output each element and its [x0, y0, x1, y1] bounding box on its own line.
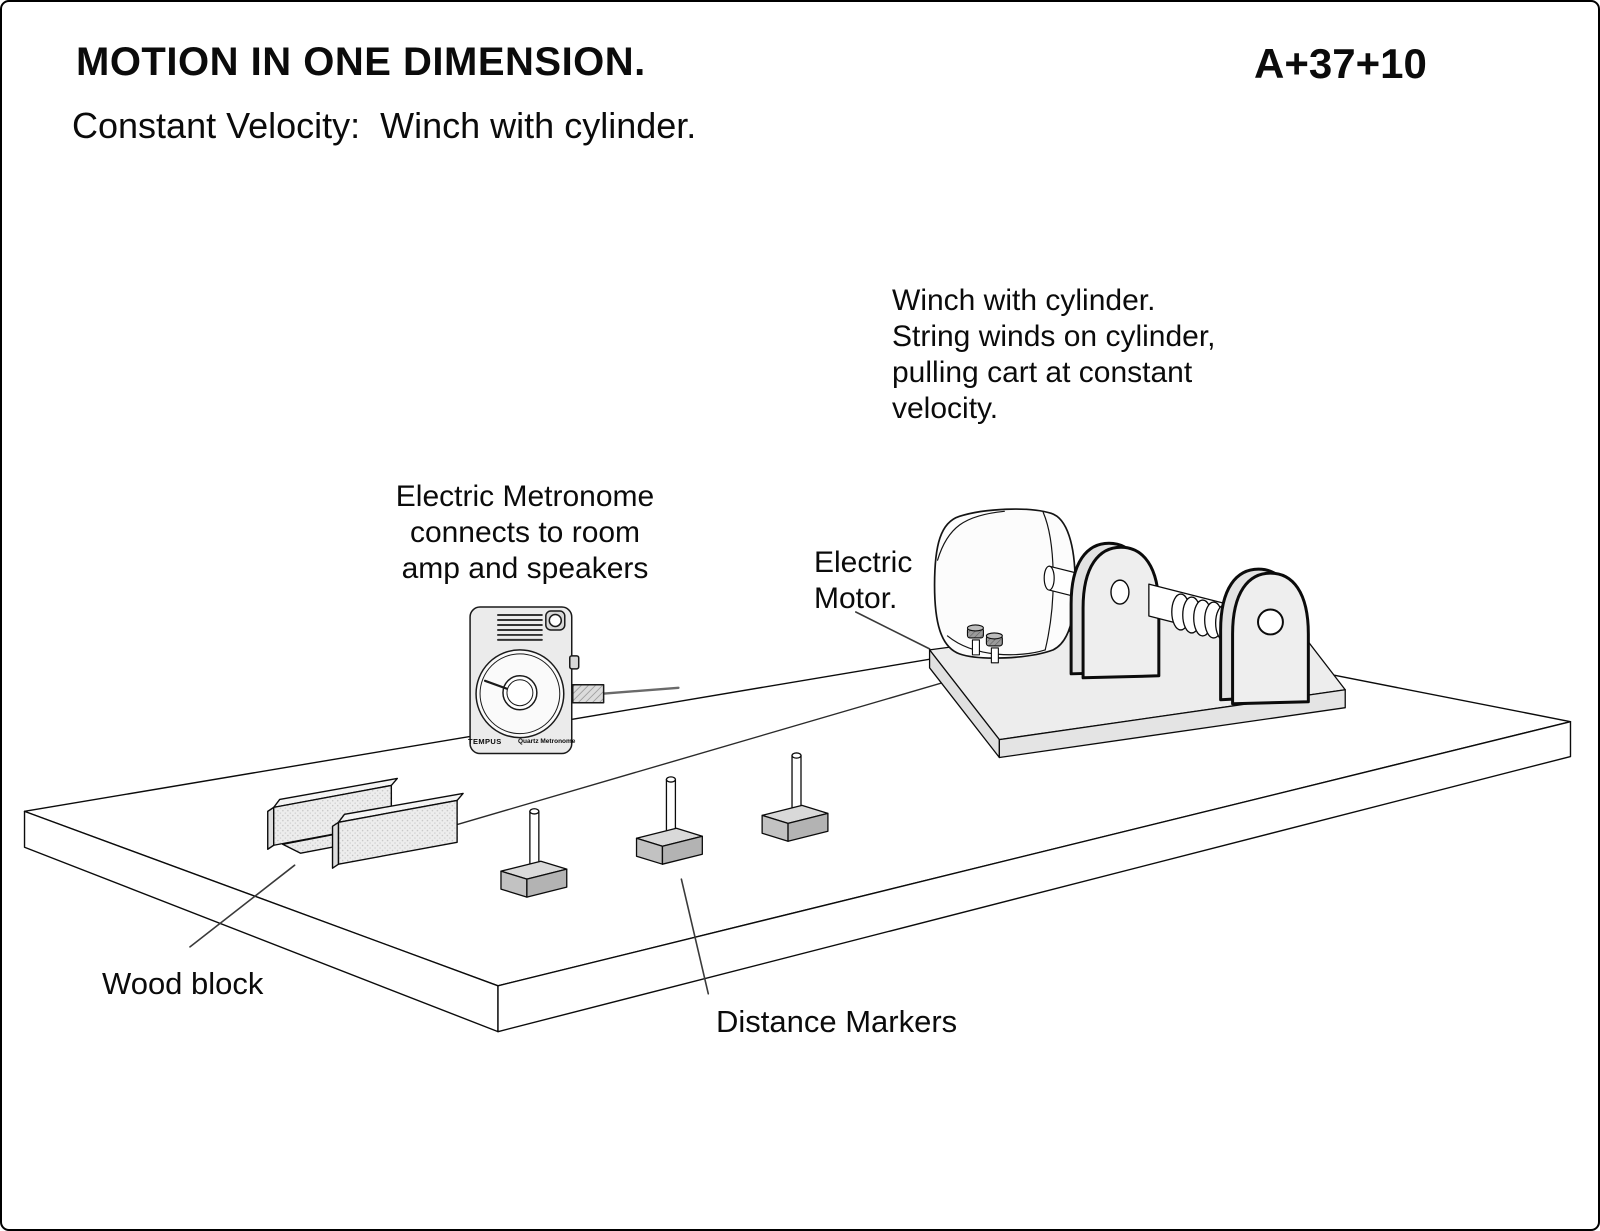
distance-marker-3	[761, 752, 829, 842]
distance-markers-leader	[680, 878, 710, 995]
support-hole	[1257, 608, 1284, 636]
wood-block	[267, 777, 464, 869]
wood-block-label: Wood block	[102, 966, 264, 1001]
catalog-code: A+37+10	[1254, 40, 1427, 87]
dial-knob	[502, 675, 538, 711]
distance-marker-2	[635, 776, 703, 865]
metronome-model-text: Quartz Metronome	[518, 738, 576, 745]
metronome-side-knob	[569, 655, 580, 670]
winch-assembly	[928, 508, 1346, 759]
distance-marker-1	[500, 808, 568, 898]
metronome-note: Electric Metronome connects to room amp …	[395, 480, 655, 585]
speaker-grille-icon	[496, 614, 543, 641]
distance-markers-label: Distance Markers	[716, 1004, 958, 1039]
page-title: MOTION IN ONE DIMENSION.	[76, 40, 646, 84]
electric-motor-leader	[855, 611, 931, 650]
metronome-plug	[571, 684, 605, 704]
binding-posts	[966, 624, 1003, 664]
winch-note: Winch with cylinder. String winds on cyl…	[892, 284, 1216, 425]
dial-pointer	[483, 679, 509, 690]
metronome-wire	[601, 686, 680, 695]
electric-motor-label: Electric Motor.	[814, 546, 913, 615]
metronome-brand-text: TEMPUS	[468, 737, 502, 746]
electric-metronome	[469, 606, 680, 755]
leader-lines	[189, 611, 931, 995]
wood-block-leader	[189, 864, 296, 948]
bearing-support-left	[1069, 541, 1161, 680]
page-subtitle: Constant Velocity: Winch with cylinder.	[72, 105, 697, 146]
bearing-support-right	[1219, 567, 1310, 706]
